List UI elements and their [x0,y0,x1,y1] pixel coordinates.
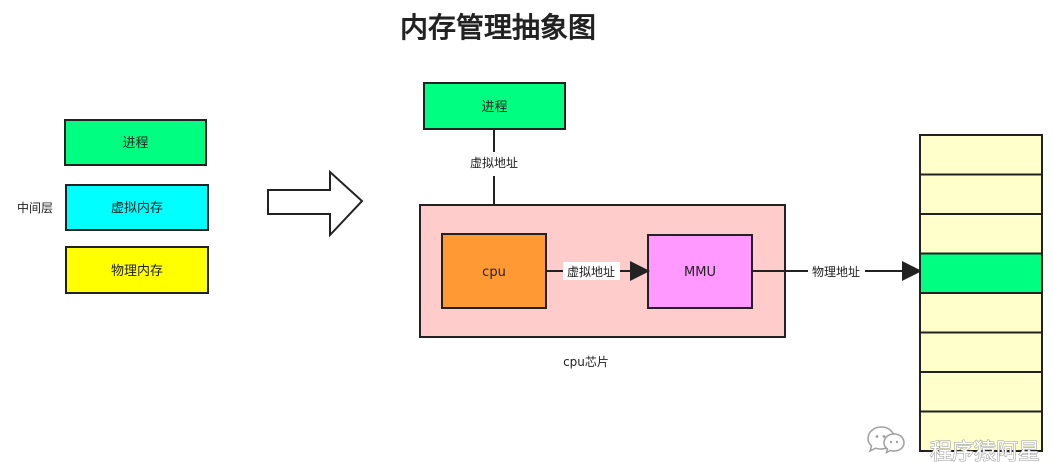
mmu-box-label: MMU [684,265,716,280]
cpu-chip-label: cpu芯片 [563,355,609,369]
physical-address-label-bg [808,262,865,280]
process-box-label: 进程 [481,100,507,115]
wechat-icon [867,426,905,454]
page-title: 内存管理抽象图 [400,11,596,44]
left-virtual-memory-box [65,184,209,231]
virtual-address-mid-label-bg [563,262,620,280]
left-process-label: 进程 [122,136,148,151]
memory-cell [919,292,1043,334]
memory-column [919,134,1043,452]
left-stack: 进程 虚拟内存 物理内存 中间层 [17,119,209,294]
flow-diagram: 进程 虚拟地址 cpu芯片 cpu MMU 虚拟地址 物理地址 [419,82,922,369]
memory-cell [919,410,1043,452]
mmu-box [647,234,753,309]
memory-cell [919,213,1043,255]
watermark: 程序猿阿星 [867,426,1041,462]
cpu-box-label: cpu [482,265,506,280]
memory-cell [919,252,1043,294]
physical-address-label: 物理地址 [812,265,860,279]
process-box [423,82,566,130]
memory-cell [919,173,1043,215]
middle-layer-label: 中间层 [17,200,53,215]
virtual-address-top-label: 虚拟地址 [470,156,518,170]
left-physical-memory-label: 物理内存 [111,263,163,279]
watermark-text: 程序猿阿星 [930,440,1040,462]
left-virtual-memory-label: 虚拟内存 [111,200,163,216]
left-physical-memory-box [65,246,209,294]
memory-cell [919,134,1043,176]
left-process-box [64,119,207,166]
virtual-address-mid-label: 虚拟地址 [567,265,615,279]
transition-arrow [267,169,364,238]
memory-cell [919,331,1043,373]
cpu-box [441,233,547,309]
memory-cell [919,371,1043,413]
